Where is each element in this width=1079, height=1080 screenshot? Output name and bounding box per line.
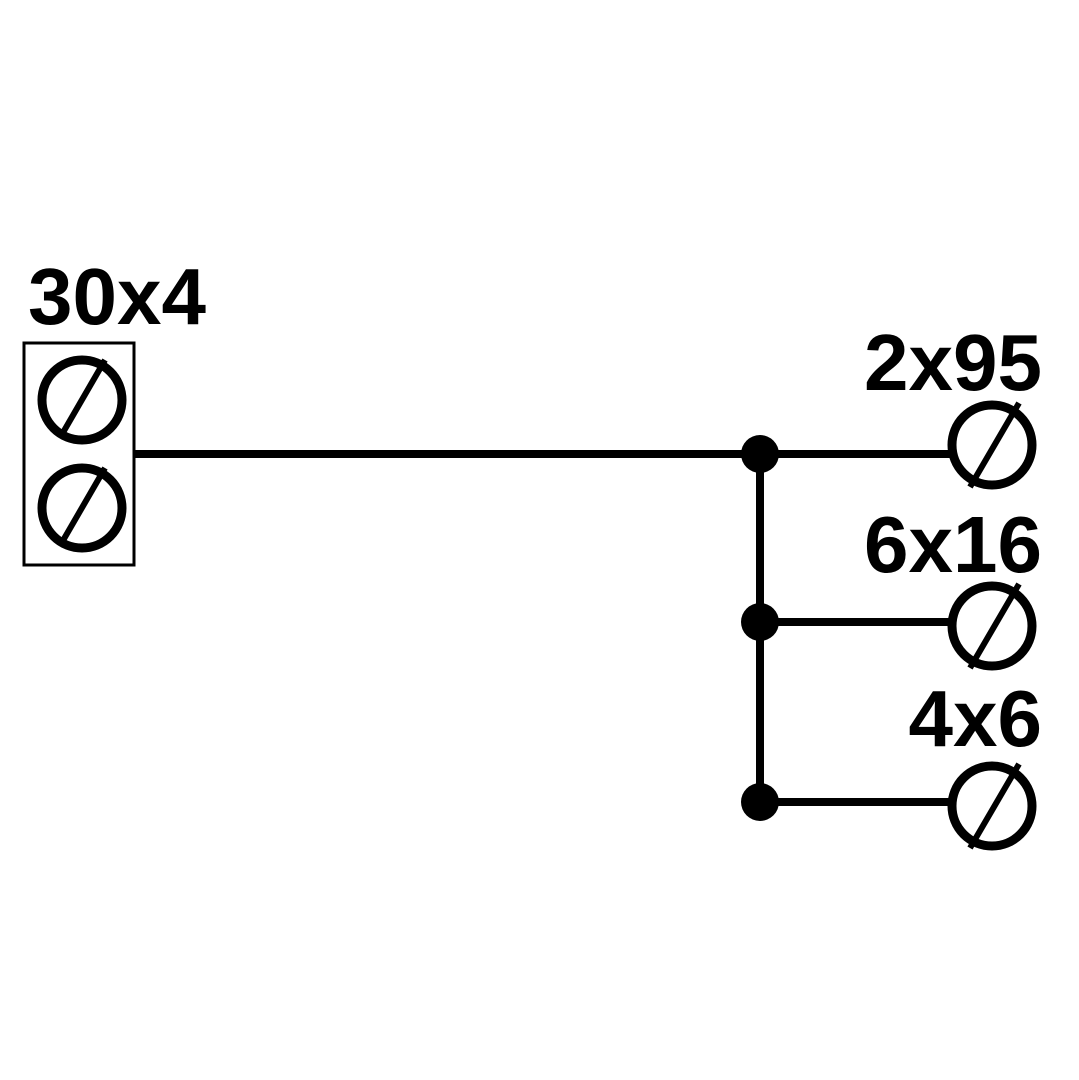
- wiring: [134, 435, 950, 821]
- screw-icon: [947, 400, 1037, 490]
- output-terminal-label: 4x6: [909, 674, 1042, 763]
- output-terminal-2: 6x16: [864, 500, 1042, 671]
- output-terminal-3: 4x6: [909, 674, 1042, 851]
- output-terminal-1: 2x95: [864, 318, 1042, 490]
- screw-icon: [37, 355, 127, 445]
- junction-node: [741, 783, 779, 821]
- screw-icon: [37, 463, 127, 553]
- output-terminal-label: 6x16: [864, 500, 1042, 589]
- screw-icon: [947, 761, 1037, 851]
- output-terminal-label: 2x95: [864, 318, 1042, 407]
- input-terminal-block: 30x4: [22, 252, 206, 567]
- screw-icon: [947, 581, 1037, 671]
- junction-node: [741, 435, 779, 473]
- junction-node: [741, 603, 779, 641]
- input-terminal-label: 30x4: [28, 252, 206, 341]
